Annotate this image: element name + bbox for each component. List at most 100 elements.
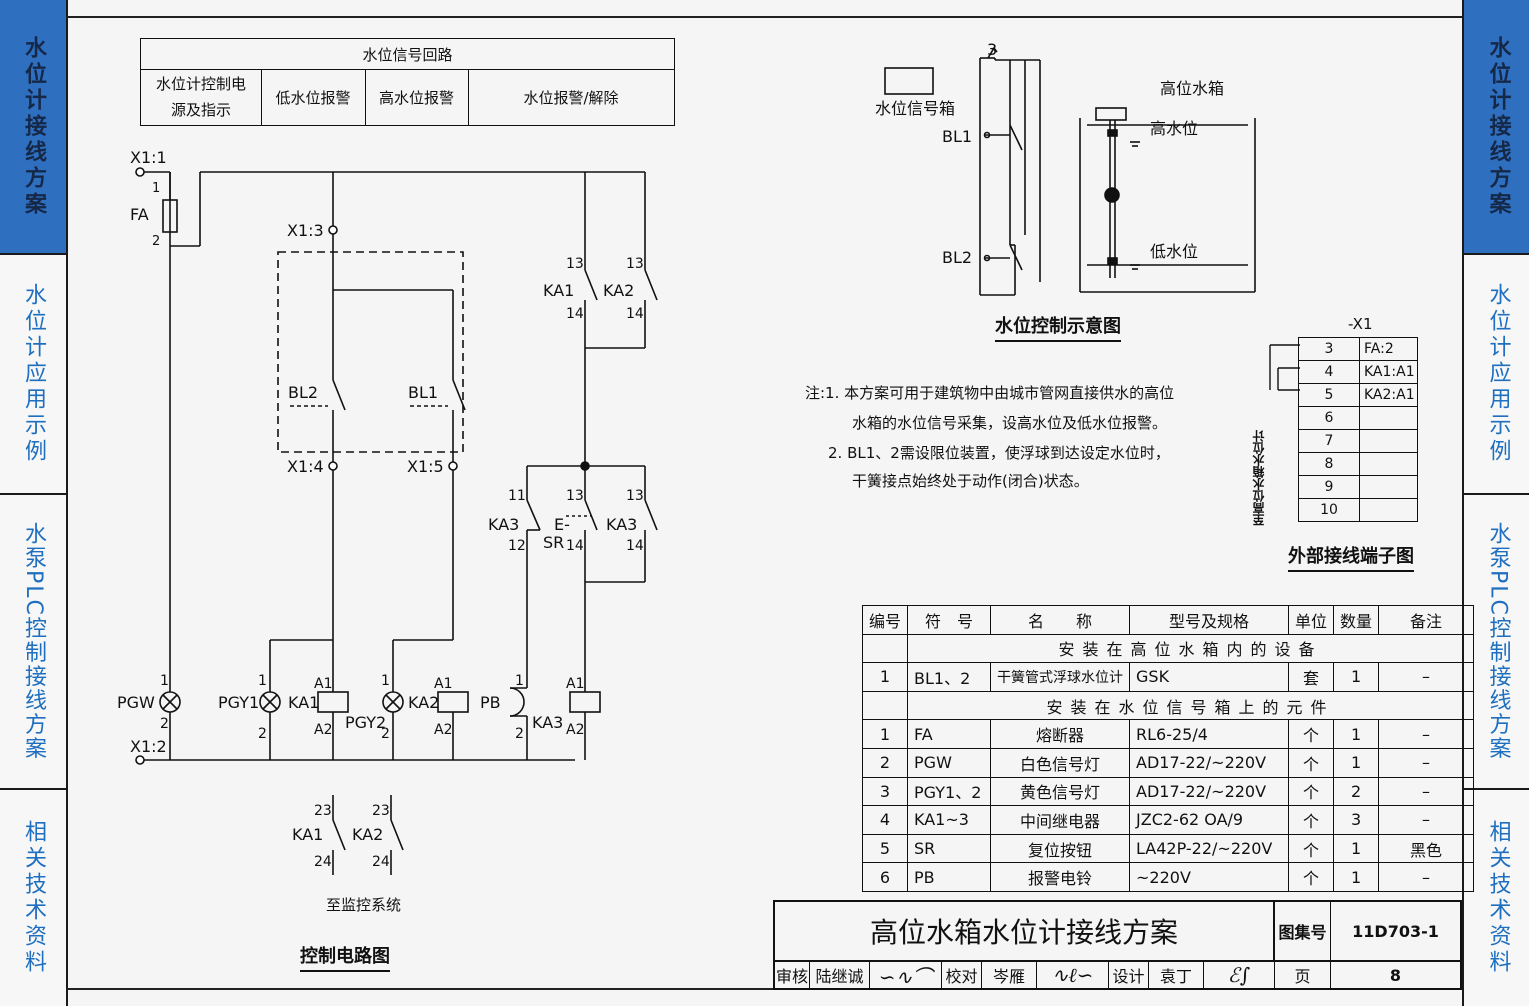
terminal-row: 7: [1299, 430, 1417, 453]
ka1-a2: A2: [314, 722, 332, 738]
bom-note: –: [1378, 805, 1475, 835]
tank-wire-no: 3: [987, 40, 997, 59]
design-label: 设计: [1109, 962, 1149, 988]
bom-name: 熔断器: [990, 719, 1131, 749]
sidebar-tab-wiring[interactable]: 水位计接线方案: [1464, 0, 1529, 255]
table-row: 1 FA 熔断器 RL6-25/4 个 1 –: [861, 719, 1475, 749]
note-line-4: 干簧接点始终处于动作(闭合)状态。: [852, 472, 1089, 490]
bom-header: 符 号: [907, 605, 992, 635]
label-ka1: KA1: [288, 693, 319, 712]
label-ka1-mon: KA1: [292, 825, 323, 844]
label-pgw: PGW: [117, 693, 155, 712]
label-pgy2: PGY2: [345, 713, 386, 732]
bom-name: 报警电铃: [990, 862, 1131, 892]
bom-model: ~220V: [1129, 862, 1290, 892]
col1-line2: 源及指示: [170, 101, 231, 119]
bom-note: –: [1378, 862, 1475, 892]
tab-label: 水位计应用示例: [1485, 283, 1511, 465]
check-label: 校对: [942, 962, 982, 988]
ka2-14: 14: [626, 306, 644, 322]
tank-schematic: 3 水位信号箱 高位水箱 高水位 低水位 BL1 BL2: [875, 40, 1256, 296]
table-row: 3 PGY1、2 黄色信号灯 AD17-22/~220V 个 2 –: [861, 776, 1475, 807]
ka1-23: 23: [314, 803, 332, 819]
terminal-conn: KA1:A1: [1364, 364, 1415, 380]
ka2-a1: A1: [434, 676, 452, 692]
sr-13: 13: [566, 488, 584, 504]
bom-no: 5: [861, 833, 909, 864]
bom-qty: 1: [1333, 719, 1380, 749]
bom-model: AD17-22/~220V: [1129, 747, 1290, 778]
bom-unit: 个: [1288, 805, 1335, 835]
bom-name: 白色信号灯: [990, 747, 1131, 778]
bom-sym: PGW: [907, 747, 992, 778]
control-circuit: X1:1 X1:2 X1:3 X1:4 X1:5 FA 1 2 PGW PGY1…: [117, 148, 658, 914]
bom-header: 名 称: [990, 605, 1131, 635]
bom-no: 6: [861, 862, 909, 892]
bom-no: 1: [861, 662, 909, 692]
sidebar-tab-plc[interactable]: 水泵PLC控制接线方案: [0, 495, 66, 790]
bom-group-2: 安装在水位信号箱上的元件: [907, 690, 1475, 721]
circuit-title: 控制电路图: [300, 942, 390, 972]
tab-label: 水泵PLC控制接线方案: [1485, 522, 1511, 761]
label-ka2: KA2: [408, 693, 439, 712]
pgy1-pin-2: 2: [258, 726, 267, 742]
terminal-no: 7: [1299, 430, 1360, 452]
label-bl1: BL1: [408, 383, 438, 402]
page-number: 8: [1389, 965, 1402, 985]
tank-signal-box: 水位信号箱: [875, 99, 955, 118]
terminal-no: 4: [1299, 361, 1360, 383]
tank-title: 水位控制示意图: [995, 312, 1121, 342]
bom-header-row: 编号 符 号 名 称 型号及规格 单位 数量 备注: [861, 605, 1475, 635]
bom-qty: 1: [1333, 747, 1380, 778]
terminal-title: 外部接线端子图: [1288, 542, 1414, 572]
drawing-frame: [66, 16, 1462, 990]
bom-group-row: 安装在水位信号箱上的元件: [861, 690, 1475, 721]
circuit-header-col1: 水位计控制电 源及指示: [141, 69, 262, 125]
circuit-header-col3: 高水位报警: [365, 69, 469, 125]
sidebar-tab-plc[interactable]: 水泵PLC控制接线方案: [1464, 495, 1529, 790]
ka3-14: 14: [626, 538, 644, 554]
terminal-row: 6: [1299, 407, 1417, 430]
sidebar-tab-docs[interactable]: 相关技术资料: [1464, 790, 1529, 1006]
tab-label: 水泵PLC控制接线方案: [21, 522, 46, 761]
terminal-leads: [1269, 344, 1300, 391]
designer-signature: ℰ∫: [1204, 962, 1275, 988]
drawing-title: 高位水箱水位计接线方案: [775, 902, 1275, 962]
bom-name: 复位按钮: [990, 833, 1131, 864]
ka3-13: 13: [626, 488, 644, 504]
designer-name: 袁丁: [1149, 962, 1204, 988]
bom-qty: 3: [1333, 805, 1380, 835]
bom-no: 3: [861, 776, 909, 807]
review-label: 审核: [775, 962, 810, 988]
pgw-pin-1: 1: [160, 673, 169, 689]
note-line-1: 注:1. 本方案可用于建筑物中由城市管网直接供水的高位: [805, 384, 1175, 402]
ka3-12: 12: [508, 538, 526, 554]
bom-model: JZC2-62 OA/9: [1129, 805, 1290, 835]
bom-unit: 个: [1288, 776, 1335, 807]
tab-label: 相关技术资料: [21, 820, 46, 976]
sidebar-tab-wiring[interactable]: 水位计接线方案: [0, 0, 66, 255]
bom-header: 备注: [1378, 605, 1475, 635]
bom-no: 4: [861, 805, 909, 835]
tank-high-level: 高水位: [1150, 119, 1198, 138]
terminal-conn: KA2:A1: [1364, 387, 1415, 403]
sidebar-tab-examples[interactable]: 水位计应用示例: [0, 255, 66, 495]
monitor-label: 至监控系统: [326, 896, 401, 914]
ka2-23: 23: [372, 803, 390, 819]
sidebar-tab-examples[interactable]: 水位计应用示例: [1464, 255, 1529, 495]
ka1-13: 13: [566, 256, 584, 272]
table-row: 4 KA1~3 中间继电器 JZC2-62 OA/9 个 3 –: [861, 805, 1475, 835]
sidebar-tab-docs[interactable]: 相关技术资料: [0, 790, 66, 1006]
checker-signature: ∿ℓ∽: [1037, 962, 1109, 988]
circuit-header-col2: 低水位报警: [261, 69, 366, 125]
terminal-no: 9: [1299, 476, 1360, 498]
table-row: 6 PB 报警电铃 ~220V 个 1 –: [861, 862, 1475, 892]
pgy2-pin-1: 1: [381, 673, 390, 689]
title-block: 高位水箱水位计接线方案 图集号 11D703-1 审核 陆继诚 ∽∿⌒ 校对 岑…: [773, 900, 1462, 990]
label-x1-3: X1:3: [287, 221, 324, 240]
terminal-header: -X1: [1348, 315, 1373, 333]
note-line-3: 2. BL1、2需设限位装置，使浮球到达设定水位时，: [828, 444, 1170, 462]
bom-qty: 2: [1333, 776, 1380, 807]
col1-line1: 水位计控制电: [155, 75, 246, 93]
